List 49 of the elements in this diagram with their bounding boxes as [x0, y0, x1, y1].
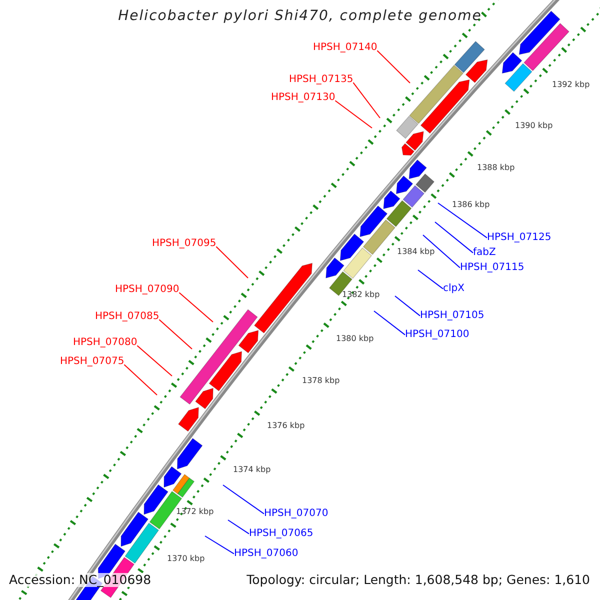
leader-line [352, 82, 380, 118]
leader-line [124, 364, 158, 396]
title: Helicobacter pylori Shi470, complete genome [117, 8, 483, 24]
leader-line [422, 234, 460, 268]
leader-line [434, 222, 474, 254]
leader-line [228, 520, 250, 534]
tick-label: 1388 kbp [477, 163, 515, 172]
gene-label: HPSH_07070 [264, 508, 328, 520]
gene-label: HPSH_07060 [234, 548, 298, 560]
tick-label: 1374 kbp [233, 465, 271, 474]
leader-line [334, 100, 372, 128]
tick-label: 1370 kbp [167, 554, 205, 564]
gene-label: HPSH_07095 [152, 238, 216, 250]
gene-label: HPSH_07090 [115, 284, 180, 296]
gene-label: HPSH_07080 [73, 337, 138, 348]
leader-line [394, 296, 420, 316]
gene-label: HPSH_07105 [420, 310, 484, 322]
tick-label: 1390 kbp [515, 121, 553, 130]
leader-line [376, 50, 410, 84]
leader-line [438, 202, 488, 238]
leader-line [204, 536, 234, 554]
tick-label: 1376 kbp [267, 421, 305, 430]
tick-label: 1382 kbp [342, 290, 380, 300]
footer-text: Accession: NC_010698 [7, 573, 154, 588]
gene-label: clpX [443, 283, 464, 294]
leader-line [374, 310, 406, 336]
gene-label: HPSH_07075 [60, 356, 124, 368]
gene-label: HPSH_07140 [313, 42, 378, 54]
gene-label: fabZ [473, 247, 496, 258]
gene-label: HPSH_07065 [249, 528, 314, 540]
tick-label: 1386 kbp [452, 200, 490, 210]
gene-label: HPSH_07085 [95, 311, 160, 322]
tick-label: 1384 kbp [397, 247, 435, 256]
gene-label: HPSH_07135 [289, 74, 354, 86]
footer-text: Topology: circular; Length: 1,608,548 bp; Genes: 1,610 [244, 573, 592, 588]
leader-line [158, 319, 192, 350]
leader-line [222, 484, 264, 514]
gene-label: HPSH_07125 [487, 232, 552, 244]
tick-label: 1392 kbp [552, 80, 590, 90]
gene-label: HPSH_07100 [405, 329, 470, 340]
gene-label: HPSH_07130 [271, 92, 336, 104]
tick-label: 1378 kbp [302, 376, 340, 386]
leader-line [136, 345, 172, 376]
leader-line [216, 246, 248, 278]
leader-line [178, 292, 214, 322]
leader-line [418, 270, 444, 290]
tick-label: 1372 kbp [176, 507, 214, 516]
gene-label: HPSH_07115 [460, 262, 524, 274]
tick-label: 1380 kbp [336, 334, 374, 344]
